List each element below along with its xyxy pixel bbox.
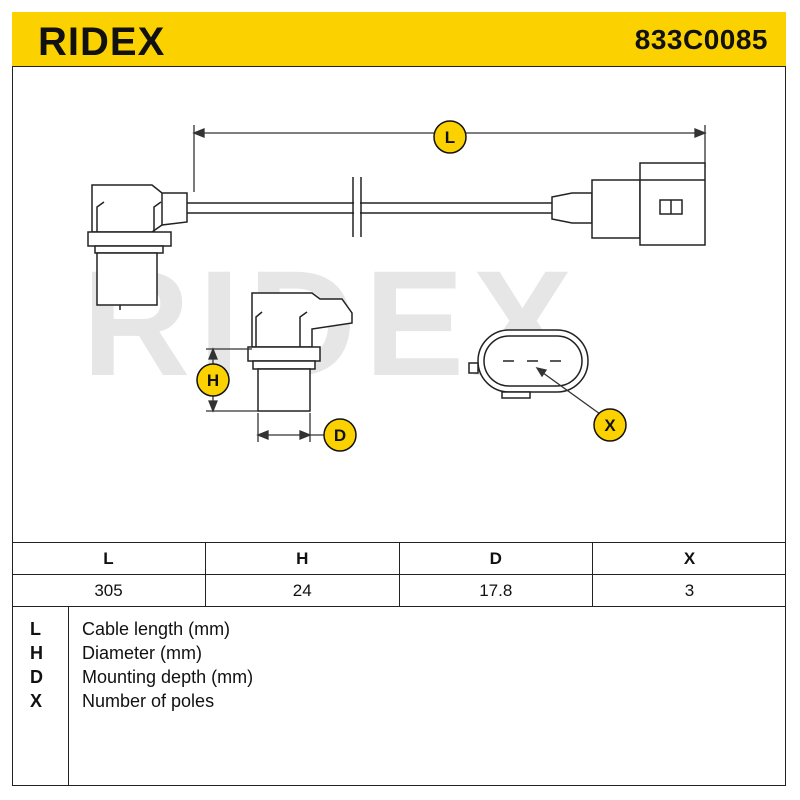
header-h: H	[205, 542, 400, 575]
callout-d-text: D	[334, 426, 346, 445]
legend-key: H	[30, 643, 43, 663]
callout-l: L	[433, 120, 467, 154]
legend-item: H Diameter (mm)	[12, 643, 786, 667]
header-d: D	[398, 542, 593, 575]
sensor-side-view	[247, 292, 353, 412]
brand-logo: RIDEX	[38, 22, 165, 60]
legend-desc: Mounting depth (mm)	[82, 667, 254, 687]
value-h: 24	[205, 574, 400, 607]
header-bar: RIDEX 833C0085	[12, 12, 786, 67]
callout-d: D	[323, 418, 357, 452]
callout-x-text: X	[604, 416, 616, 435]
legend-desc: Diameter (mm)	[82, 643, 202, 663]
header-l: L	[12, 542, 206, 575]
value-d: 17.8	[398, 574, 593, 607]
dimensions-header-row: L H D X	[12, 542, 786, 575]
legend-key: L	[30, 619, 41, 639]
legend-key: X	[30, 691, 43, 711]
value-l: 305	[12, 574, 206, 607]
dimensions-table: L H D X 305 24 17.8 3	[12, 542, 786, 607]
callout-h-text: H	[207, 371, 219, 390]
legend-desc: Cable length (mm)	[82, 619, 231, 639]
callout-x: X	[593, 408, 627, 442]
dimensions-value-row: 305 24 17.8 3	[12, 574, 786, 607]
part-number: 833C0085	[634, 24, 768, 55]
value-x: 3	[592, 574, 786, 607]
legend: L Cable length (mm) H Diameter (mm) D Mo…	[12, 607, 786, 786]
brand-logo-text: RIDEX	[38, 22, 165, 60]
connector-right	[551, 162, 706, 246]
legend-item: X Number of poles	[12, 691, 786, 715]
technical-drawing: RIDEX L	[82, 120, 707, 452]
leader-x	[535, 367, 601, 415]
callout-h: H	[196, 363, 230, 397]
sensor-left	[87, 184, 188, 310]
callout-l-text: L	[445, 128, 455, 147]
dimension-d	[256, 413, 324, 442]
legend-item: L Cable length (mm)	[12, 619, 786, 643]
legend-key: D	[30, 667, 43, 687]
cable	[187, 177, 552, 237]
legend-divider	[68, 607, 69, 786]
legend-item: D Mounting depth (mm)	[12, 667, 786, 691]
header-x: X	[592, 542, 786, 575]
legend-desc: Number of poles	[82, 691, 215, 711]
